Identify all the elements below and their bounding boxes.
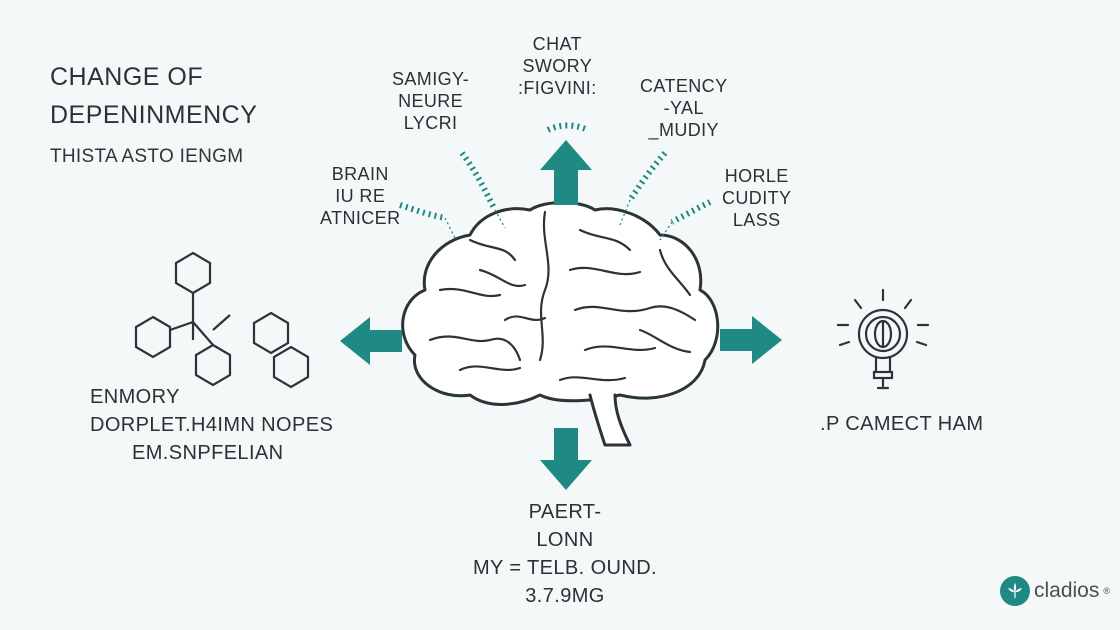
label-top-left: SAMIGY- NEURE LYCRI [392, 69, 470, 133]
label-mid-left: BRAIN IU RE ATNICER [320, 164, 401, 228]
lightbulb-icon [836, 288, 930, 390]
label-bottom: PAERT- LONN MY = TELB. OUND. 3.7.9MG [472, 501, 658, 607]
logo-leaf-icon [999, 576, 1030, 606]
label-top-right: CATENCY -YAL _MUDIY [640, 76, 728, 140]
arrow-right-icon [720, 316, 782, 364]
arrow-left-icon [340, 317, 402, 365]
label-mid-right: HORLE CUDITY LASS [722, 166, 792, 230]
brain-icon [401, 201, 720, 447]
title-line-1: CHANGE OF [50, 63, 204, 91]
page-title: CHANGE OF DEPENINMENCY [50, 58, 257, 134]
logo-registered-mark: ® [1103, 586, 1110, 596]
hatched-connectors [399, 122, 712, 225]
brand-logo: cladios ® [999, 576, 1110, 606]
logo-text: cladios [1033, 579, 1100, 602]
arrow-up-icon [540, 140, 592, 205]
label-right: .P CAMECT HAM [820, 413, 984, 435]
page-subtitle: THISTA ASTO IENGM [50, 146, 244, 167]
arrow-down-icon [540, 428, 592, 490]
label-left: ENMORY DORPLET.H4IMN NOPES EM.SNPFELIAN [90, 386, 334, 464]
label-top-center: CHAT SWORY :FIGVINI: [518, 34, 597, 98]
title-line-2: DEPENINMENCY [50, 101, 258, 129]
molecule-icon [134, 251, 310, 389]
